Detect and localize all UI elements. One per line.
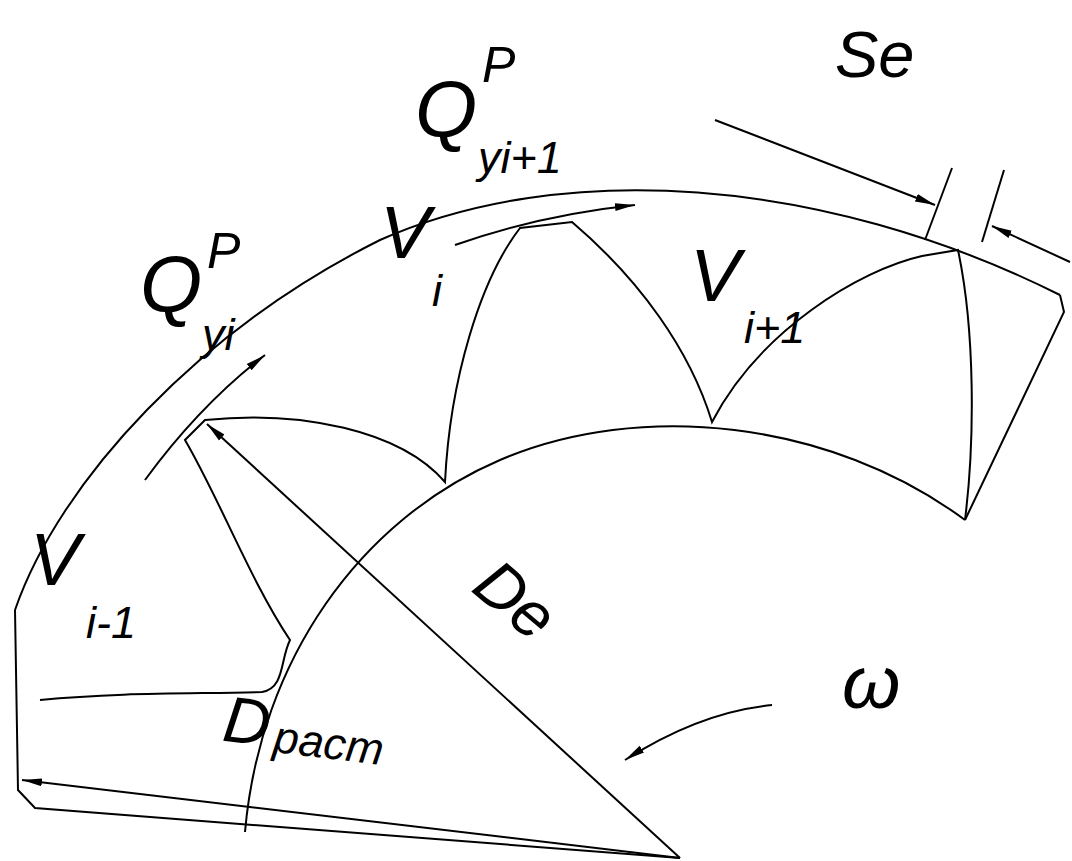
flow-symbol: Q [415, 70, 477, 150]
diameter-line [207, 424, 680, 858]
housing-edge [965, 295, 1064, 520]
volume-symbol: V [690, 238, 740, 313]
volume-symbol: V [30, 522, 80, 597]
volume-symbol: V [380, 195, 430, 270]
diameter-symbol: D [220, 686, 275, 756]
housing-edge [15, 610, 680, 858]
volume-subscript: i+1 [744, 305, 805, 350]
rotation-arrow [625, 705, 772, 760]
flow-superscript: P [482, 40, 515, 90]
volume-subscript: i [432, 268, 442, 313]
volume-subscript: i-1 [86, 600, 136, 645]
gap-dimension: Se [835, 22, 915, 87]
flow-subscript: yi [202, 312, 235, 357]
leakage-arrow [455, 205, 635, 245]
diameter-subscript: раст [272, 714, 387, 772]
gear-teeth [40, 222, 972, 700]
flow-symbol: Q [140, 245, 202, 325]
dimension-arrow [992, 226, 1070, 262]
extension-line [925, 168, 952, 240]
flow-superscript: P [207, 226, 240, 276]
diameter-line [22, 780, 680, 858]
rotor-circle [245, 426, 965, 832]
rotation-symbol: ω [842, 645, 900, 720]
flow-subscript: yi+1 [478, 135, 562, 180]
leakage-arrow [145, 355, 265, 480]
dimension-arrow [715, 120, 935, 205]
extension-line [982, 170, 1004, 242]
diameter-symbol: De [463, 548, 568, 651]
housing-arc [15, 190, 1060, 610]
